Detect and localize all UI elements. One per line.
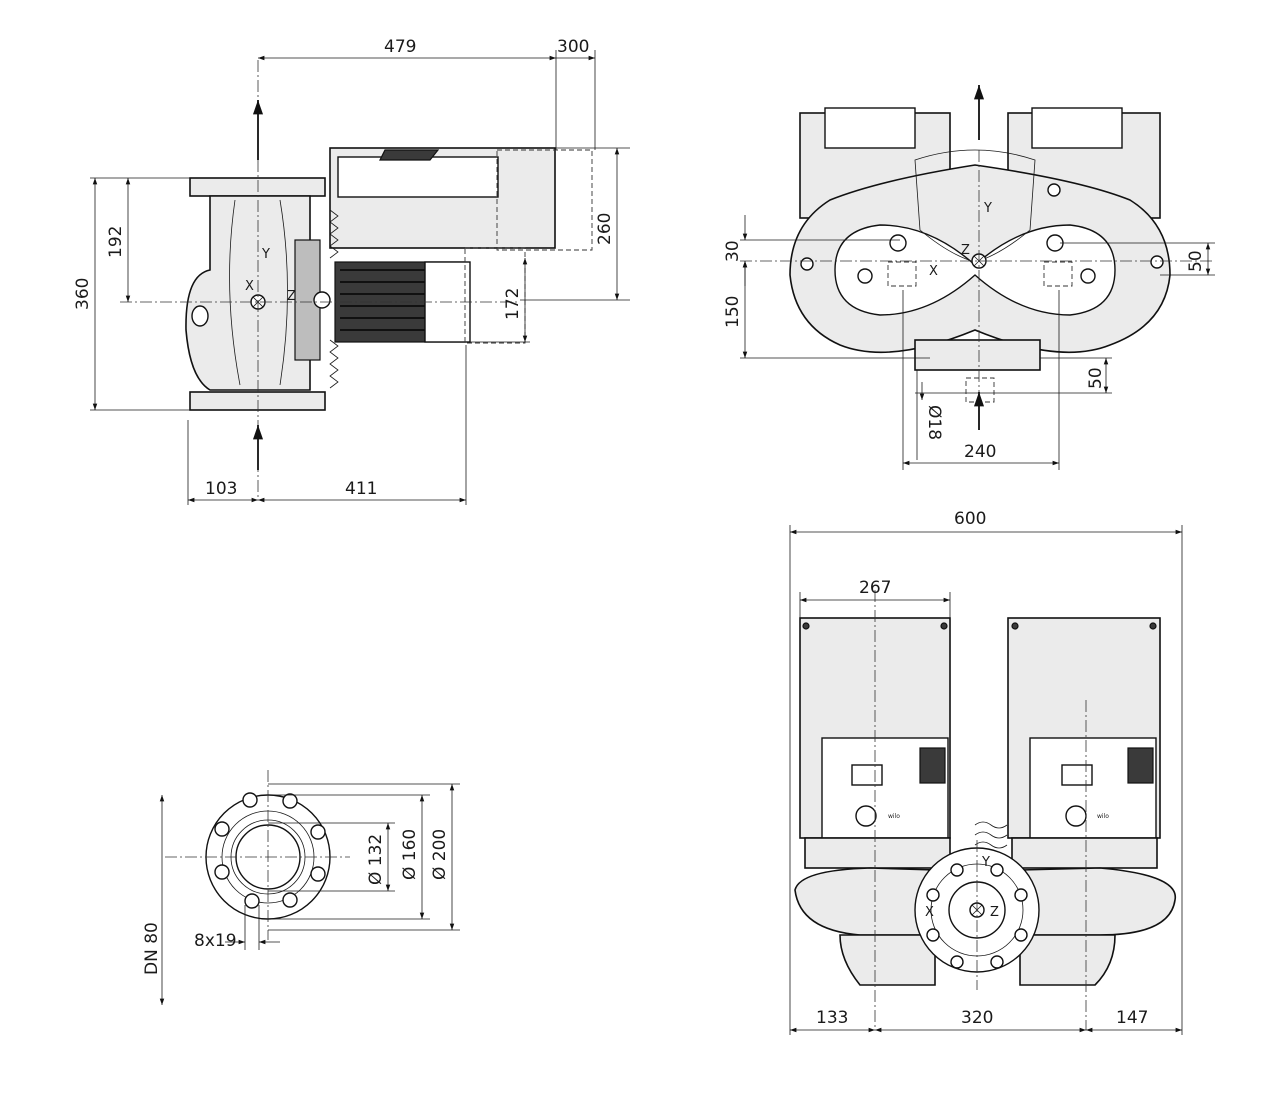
dim-d200: Ø 200: [430, 829, 450, 880]
front-view: wilo wilo X Y Z: [789, 509, 1183, 1035]
dim-267: 267: [859, 578, 891, 598]
top-axis-y-label: Y: [983, 201, 992, 216]
front-axis-y-label: Y: [981, 855, 990, 870]
axis-y-label: Y: [261, 247, 270, 262]
dim-50-bottom: 50: [1086, 367, 1106, 389]
brand-left: wilo: [888, 813, 900, 820]
dim-300: 300: [557, 37, 589, 57]
axis-x-label: X: [245, 279, 254, 294]
bolt-holes: [214, 792, 326, 909]
dim-8x19: 8x19: [194, 931, 237, 951]
dim-d18: Ø18: [924, 405, 944, 440]
front-axis-z-label: Z: [990, 905, 999, 920]
bottom-flange: [189, 391, 326, 411]
dim-600: 600: [954, 509, 986, 529]
dim-479: 479: [384, 37, 416, 57]
top-axis-x-label: X: [929, 264, 938, 279]
dim-192: 192: [106, 226, 126, 258]
dim-50-right: 50: [1186, 250, 1206, 272]
top-flange: [189, 177, 326, 197]
dim-30: 30: [723, 240, 743, 262]
dim-147: 147: [1116, 1008, 1148, 1028]
brand-right: wilo: [1097, 813, 1109, 820]
flange-view: Ø 132 Ø 160 Ø 200 DN 80 8x19: [142, 770, 460, 1005]
dim-260: 260: [595, 213, 615, 245]
dim-360: 360: [73, 278, 93, 310]
dim-103: 103: [205, 479, 237, 499]
front-axis-x-label: X: [925, 905, 934, 920]
dim-320: 320: [961, 1008, 993, 1028]
dim-d132: Ø 132: [366, 834, 386, 885]
top-axis-z-label: Z: [961, 243, 970, 258]
dim-172: 172: [503, 288, 523, 320]
side-view: X Y Z 479 300 360 192 260 172 103: [73, 37, 630, 505]
dim-411: 411: [345, 479, 377, 499]
dim-240: 240: [964, 442, 996, 462]
axis-z-label: Z: [287, 289, 296, 304]
dim-dn80: DN 80: [142, 922, 162, 975]
dim-150: 150: [723, 296, 743, 328]
top-view: X Y Z 30 150 50 50 Ø18 240: [723, 85, 1215, 470]
dim-133: 133: [816, 1008, 848, 1028]
dim-d160: Ø 160: [400, 829, 420, 880]
pump-housing: [185, 195, 311, 391]
